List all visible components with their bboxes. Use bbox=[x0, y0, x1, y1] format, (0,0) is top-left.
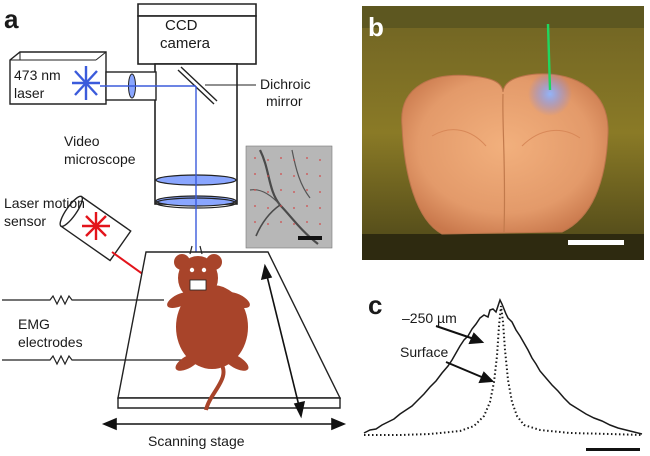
mouse-figure bbox=[167, 245, 250, 411]
emg-label-line1: EMG bbox=[18, 316, 50, 332]
laser-beam bbox=[100, 85, 197, 255]
stage-arrows bbox=[101, 263, 347, 431]
ccd-label-line1: CCD bbox=[165, 17, 198, 34]
vasculature-inset bbox=[245, 145, 333, 249]
depth-label: –250 µm bbox=[402, 310, 457, 326]
emg-label-line2: electrodes bbox=[18, 334, 83, 350]
scale-bar-c bbox=[586, 448, 640, 451]
ccd-label-line2: camera bbox=[160, 35, 211, 52]
emg-wires bbox=[2, 294, 186, 366]
scope-label-line2: microscope bbox=[64, 151, 136, 167]
panel-a-diagram bbox=[2, 3, 347, 431]
stage-label: Scanning stage bbox=[148, 433, 245, 449]
panel-c-letter: c bbox=[368, 290, 383, 320]
motion-sensor-star-icon bbox=[82, 212, 110, 240]
scope-label-line1: Video bbox=[64, 133, 100, 149]
brain-slice-photo bbox=[362, 6, 644, 260]
laser-label-line1: 473 nm bbox=[14, 67, 61, 83]
ccd-camera bbox=[137, 3, 257, 205]
motion-label-line1: Laser motion bbox=[4, 195, 85, 211]
scale-bar-b bbox=[568, 240, 624, 245]
laser-label-line2: laser bbox=[14, 85, 45, 101]
optical-fiber bbox=[546, 23, 552, 91]
mirror-label-line2: mirror bbox=[266, 93, 303, 109]
mirror-label-line1: Dichroic bbox=[260, 76, 311, 92]
motion-label-line2: sensor bbox=[4, 213, 47, 229]
panel-a-letter: a bbox=[4, 4, 19, 34]
brain-slice-drawing bbox=[362, 6, 644, 260]
surface-label: Surface bbox=[400, 344, 449, 360]
panel-b-letter: b bbox=[368, 12, 384, 42]
laser-star-icon bbox=[72, 66, 100, 100]
